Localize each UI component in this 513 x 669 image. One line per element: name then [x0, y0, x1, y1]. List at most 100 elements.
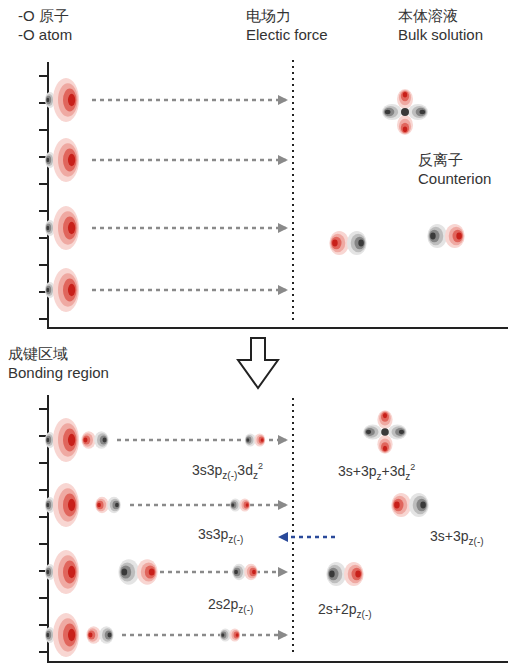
force-arrow — [92, 289, 286, 292]
orbital-lobe — [137, 559, 158, 584]
orbital-index: z(-) — [222, 470, 237, 481]
axis — [48, 62, 508, 328]
force-arrow — [130, 504, 286, 507]
boundary-line — [292, 60, 294, 322]
axis-tick — [39, 183, 48, 185]
orbital-lobe — [397, 115, 413, 135]
orbital-lobe — [409, 493, 429, 517]
orbital-lobe — [232, 564, 246, 581]
transition-arrow — [238, 338, 278, 388]
orbital-lobe — [53, 550, 79, 594]
orbital-term: 3s+3p — [430, 528, 469, 544]
orbital-lobe — [230, 498, 241, 511]
orbital-lobe — [53, 206, 79, 250]
orbital-formula: 3s+3pz+3dz2 — [338, 462, 415, 482]
label-group: 电场力Electic force — [246, 6, 328, 44]
panel-label: 本体溶液 — [398, 6, 483, 25]
orbital-lobe — [391, 493, 411, 517]
axis — [48, 395, 508, 662]
orbital-index: 2 — [258, 461, 263, 471]
orbital-index: 2 — [410, 462, 415, 472]
orbital-lobe — [220, 628, 231, 641]
orbital-index: z — [377, 471, 382, 482]
orbital-lobe — [363, 424, 382, 439]
orbital-lobe — [377, 410, 392, 429]
orbital-lobe — [53, 418, 79, 462]
orbital-lobe — [107, 497, 121, 514]
orbital-lobe — [53, 78, 79, 122]
orbital-term: 3d — [237, 462, 253, 478]
orbital-index: z(-) — [469, 536, 484, 547]
axis-tick — [39, 462, 48, 464]
orbital-index: z — [405, 471, 410, 482]
orbital-term: +3d — [382, 463, 406, 479]
orbital-lobe — [329, 231, 349, 255]
orbital-formula: 2s2pz(-) — [208, 596, 253, 615]
orbital-lobe — [388, 424, 407, 439]
orbital-lobe — [408, 104, 428, 120]
orbital-lobe — [99, 626, 113, 644]
orbital-lobe — [344, 562, 364, 586]
force-arrow — [280, 536, 335, 539]
panel-label: Counterion — [418, 169, 491, 188]
orbital-lobe — [229, 628, 240, 641]
label-group: -O 原子-O atom — [18, 6, 72, 44]
panel-label: 反离子 — [418, 150, 491, 169]
axis-tick — [39, 489, 48, 491]
orbital-lobe — [254, 433, 265, 446]
orbital-lobe — [239, 498, 250, 511]
orbital-formula: 3s3pz(-) — [198, 526, 243, 545]
orbital-lobe — [53, 138, 79, 182]
orbital-lobe — [382, 104, 402, 120]
axis-tick — [39, 516, 48, 518]
axis-tick — [39, 264, 48, 266]
panel-label: -O atom — [18, 25, 72, 44]
force-arrow — [160, 571, 286, 574]
orbital-term: 3s+3p — [338, 463, 377, 479]
axis-tick — [39, 237, 48, 239]
axis-tick — [39, 318, 48, 320]
orbital-lobe — [244, 564, 258, 581]
axis-tick — [39, 624, 48, 626]
label-group: 反离子Counterion — [418, 150, 491, 188]
axis-tick — [39, 543, 48, 545]
axis-tick — [39, 651, 48, 653]
boundary-line — [292, 398, 294, 655]
panel-label: Bulk solution — [398, 25, 483, 44]
orbital-term: 2s+2p — [318, 601, 357, 617]
orbital-lobe — [245, 433, 256, 446]
panel-label: 成键区域 — [8, 344, 109, 363]
axis-tick — [39, 597, 48, 599]
orbital-index: z(-) — [238, 604, 253, 615]
force-arrow — [92, 227, 286, 230]
orbital-lobe — [81, 431, 95, 449]
orbital-lobe — [427, 224, 447, 248]
orbital-lobe — [118, 559, 139, 584]
orbital-index: z — [253, 470, 258, 481]
orbital-index: z(-) — [228, 534, 243, 545]
orbital-lobe — [347, 231, 367, 255]
orbital-lobe — [94, 431, 108, 449]
orbital-term: 3s3p — [192, 462, 222, 478]
force-arrow — [122, 634, 286, 637]
orbital-lobe — [326, 562, 346, 586]
axis-tick — [39, 75, 48, 77]
panel-label: Bonding region — [8, 363, 109, 382]
orbital-lobe — [95, 497, 109, 514]
orbital-lobe — [377, 435, 392, 454]
orbital-lobe — [397, 89, 413, 109]
orbital-term: 3s3p — [198, 526, 228, 542]
panel-label: Electic force — [246, 25, 328, 44]
orbital-lobe — [53, 268, 79, 312]
orbital-formula: 3s+3pz(-) — [430, 528, 484, 547]
orbital-index: z(-) — [357, 609, 372, 620]
panel-label: -O 原子 — [18, 6, 72, 25]
orbital-formula: 3s3pz(-)3dz2 — [192, 461, 263, 481]
force-arrow — [92, 99, 286, 102]
force-arrow — [92, 159, 286, 162]
orbital-term: 2s2p — [208, 596, 238, 612]
axis-tick — [39, 408, 48, 410]
orbital-lobe — [445, 224, 465, 248]
orbital-lobe — [86, 626, 100, 644]
